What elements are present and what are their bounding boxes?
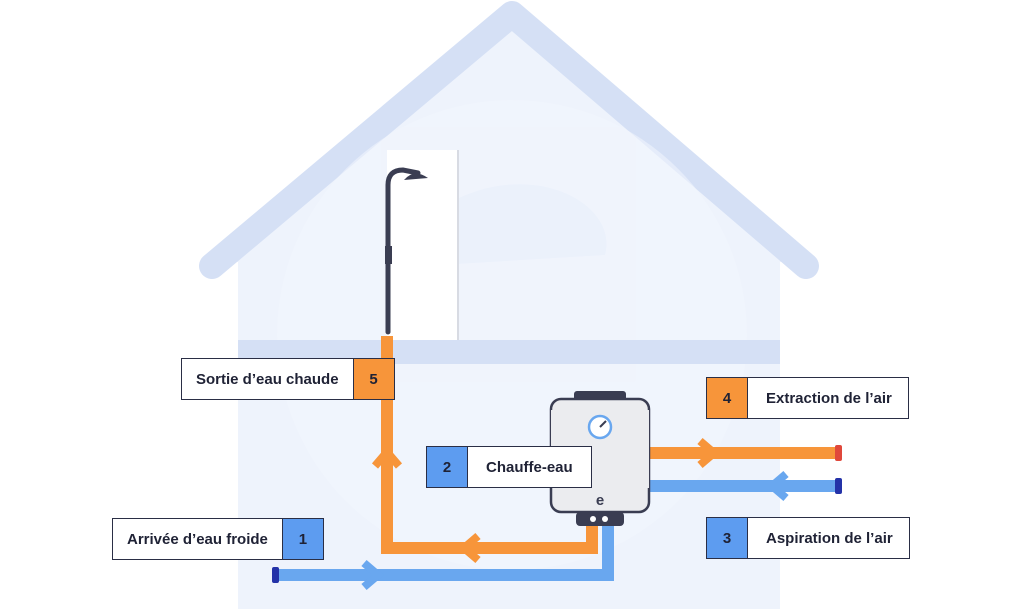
- water-heater-label: 2 Chauffe-eau: [426, 446, 592, 488]
- water-heater-text: Chauffe-eau: [486, 458, 573, 476]
- hot-water-outlet-label: Sortie d’eau chaude 5: [181, 358, 395, 400]
- hot-water-pipe: [371, 336, 598, 564]
- shower-icon: [385, 150, 459, 340]
- air-intake-label: 3 Aspiration de l’air: [706, 517, 910, 559]
- air-extraction-text: Extraction de l’air: [766, 389, 892, 407]
- e-logo-icon: e: [596, 492, 604, 509]
- watermark-logo: [277, 100, 747, 570]
- air-extraction-number: 4: [707, 378, 748, 418]
- air-intake-number: 3: [707, 518, 748, 558]
- water-heater-number: 2: [427, 447, 468, 487]
- house-roof-outline: [199, 1, 819, 279]
- air-intake-text: Aspiration de l’air: [766, 529, 893, 547]
- cold-water-inlet-number: 1: [281, 519, 323, 559]
- air-extraction-label: 4 Extraction de l’air: [706, 377, 909, 419]
- hot-water-outlet-text: Sortie d’eau chaude: [196, 370, 339, 388]
- cold-water-inlet-text: Arrivée d’eau froide: [127, 530, 268, 548]
- hot-water-outlet-number: 5: [352, 359, 394, 399]
- cold-water-inlet-label: Arrivée d’eau froide 1: [112, 518, 324, 560]
- air-intake-duct: [646, 470, 842, 502]
- cold-water-pipe: [272, 522, 614, 591]
- air-extraction-duct: [646, 437, 842, 469]
- gauge-icon: [587, 414, 613, 440]
